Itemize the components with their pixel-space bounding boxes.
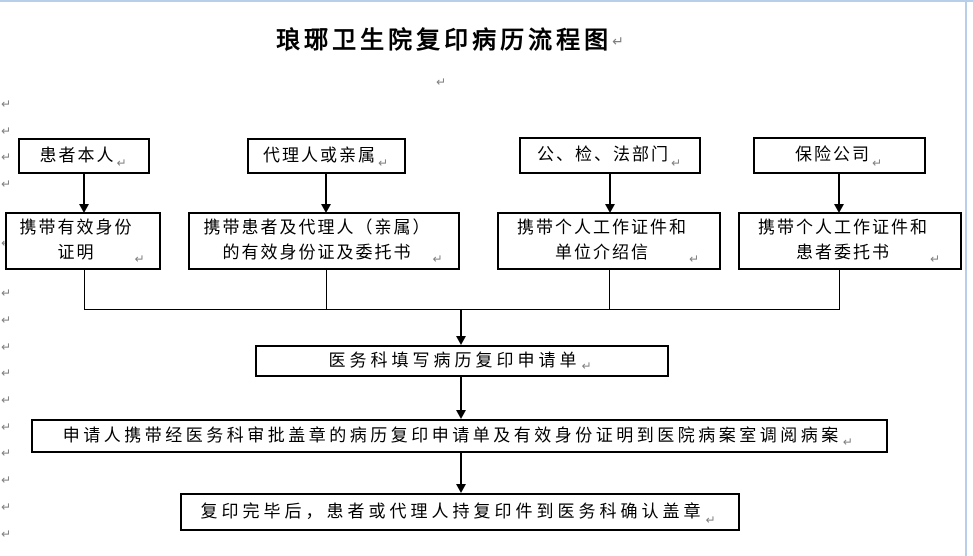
connector-line (84, 309, 840, 310)
down-arrow-line (460, 377, 462, 411)
down-arrow-head (834, 204, 844, 213)
flow-node-fill-application-form: 医务科填写病历复印申请单↵ (255, 345, 669, 377)
paragraph-mark-icon: ↵ (705, 513, 720, 527)
connector-line (839, 270, 840, 310)
paragraph-mark-icon: ↵ (1, 446, 12, 460)
page-title-text: 琅琊卫生院复印病历流程图 (276, 26, 613, 54)
paragraph-mark-icon: ↵ (377, 156, 391, 170)
flow-node-valid-id: 携带有效身份 证明↵ (5, 212, 161, 270)
down-arrow-head (456, 484, 466, 493)
flow-node-insurance-company: 保险公司↵ (753, 137, 926, 174)
down-arrow-line (460, 310, 462, 337)
paragraph-mark-icon: ↵ (1, 340, 12, 354)
paragraph-mark-icon: ↵ (1, 393, 12, 407)
connector-line (326, 270, 327, 310)
paragraph-mark-icon: ↵ (1, 286, 12, 300)
paragraph-mark-icon: ↵ (1, 150, 12, 164)
down-arrow-head (79, 204, 89, 213)
paragraph-mark-icon: ↵ (688, 252, 702, 266)
paragraph-mark-icon: ↵ (116, 156, 129, 170)
down-arrow-line (83, 174, 85, 205)
paragraph-mark-icon: ↵ (1, 527, 12, 541)
down-arrow-line (325, 174, 327, 205)
page-top-edge (0, 0, 973, 2)
down-arrow-head (321, 204, 331, 213)
connector-line (609, 270, 610, 310)
flow-node-patient: 患者本人↵ (18, 138, 150, 174)
paragraph-mark-icon: ↵ (670, 156, 684, 170)
flow-node-confirm-stamp: 复印完毕后，患者或代理人持复印件到医务科确认盖章↵ (180, 493, 740, 531)
paragraph-mark-icon: ↵ (134, 252, 147, 266)
flow-node-work-id-introduction-letter: 携带个人工作证件和 单位介绍信↵ (497, 212, 721, 270)
flow-node-authorities: 公、检、法部门↵ (519, 137, 701, 174)
paragraph-mark-icon: ↵ (1, 177, 12, 191)
down-arrow-line (838, 174, 840, 205)
paragraph-mark-icon: ↵ (929, 252, 943, 266)
paragraph-mark-icon: ↵ (871, 156, 885, 170)
paragraph-mark-icon: ↵ (581, 359, 596, 373)
paragraph-mark-icon: ↵ (432, 252, 445, 266)
page-title: 琅琊卫生院复印病历流程图↵ (0, 20, 900, 55)
connector-line (84, 270, 85, 310)
paragraph-mark-icon: ↵ (436, 75, 447, 89)
flow-node-retrieve-medical-record: 申请人携带经医务科审批盖章的病历复印申请单及有效身份证明到医院病案室调阅病案↵ (31, 419, 888, 453)
down-arrow-line (609, 174, 611, 205)
down-arrow-head (605, 204, 615, 213)
page-right-edge (965, 0, 967, 556)
flow-node-id-and-authorization: 携带患者及代理人（亲属） 的有效身份证及委托书↵ (188, 212, 460, 270)
paragraph-mark-icon: ↵ (842, 435, 857, 449)
flow-node-agent-relative: 代理人或亲属↵ (247, 138, 406, 174)
paragraph-mark-icon: ↵ (1, 97, 12, 111)
paragraph-mark-icon: ↵ (612, 34, 624, 50)
paragraph-mark-icon: ↵ (1, 473, 12, 487)
down-arrow-head (456, 410, 466, 419)
down-arrow-line (460, 453, 462, 485)
down-arrow-head (456, 336, 466, 345)
paragraph-mark-icon: ↵ (1, 500, 12, 514)
paragraph-mark-icon: ↵ (1, 420, 12, 434)
paragraph-mark-icon: ↵ (1, 366, 12, 380)
paragraph-mark-icon: ↵ (1, 124, 12, 138)
flow-node-work-id-patient-authorization: 携带个人工作证件和 患者委托书↵ (738, 212, 962, 270)
paragraph-mark-icon: ↵ (1, 313, 12, 327)
